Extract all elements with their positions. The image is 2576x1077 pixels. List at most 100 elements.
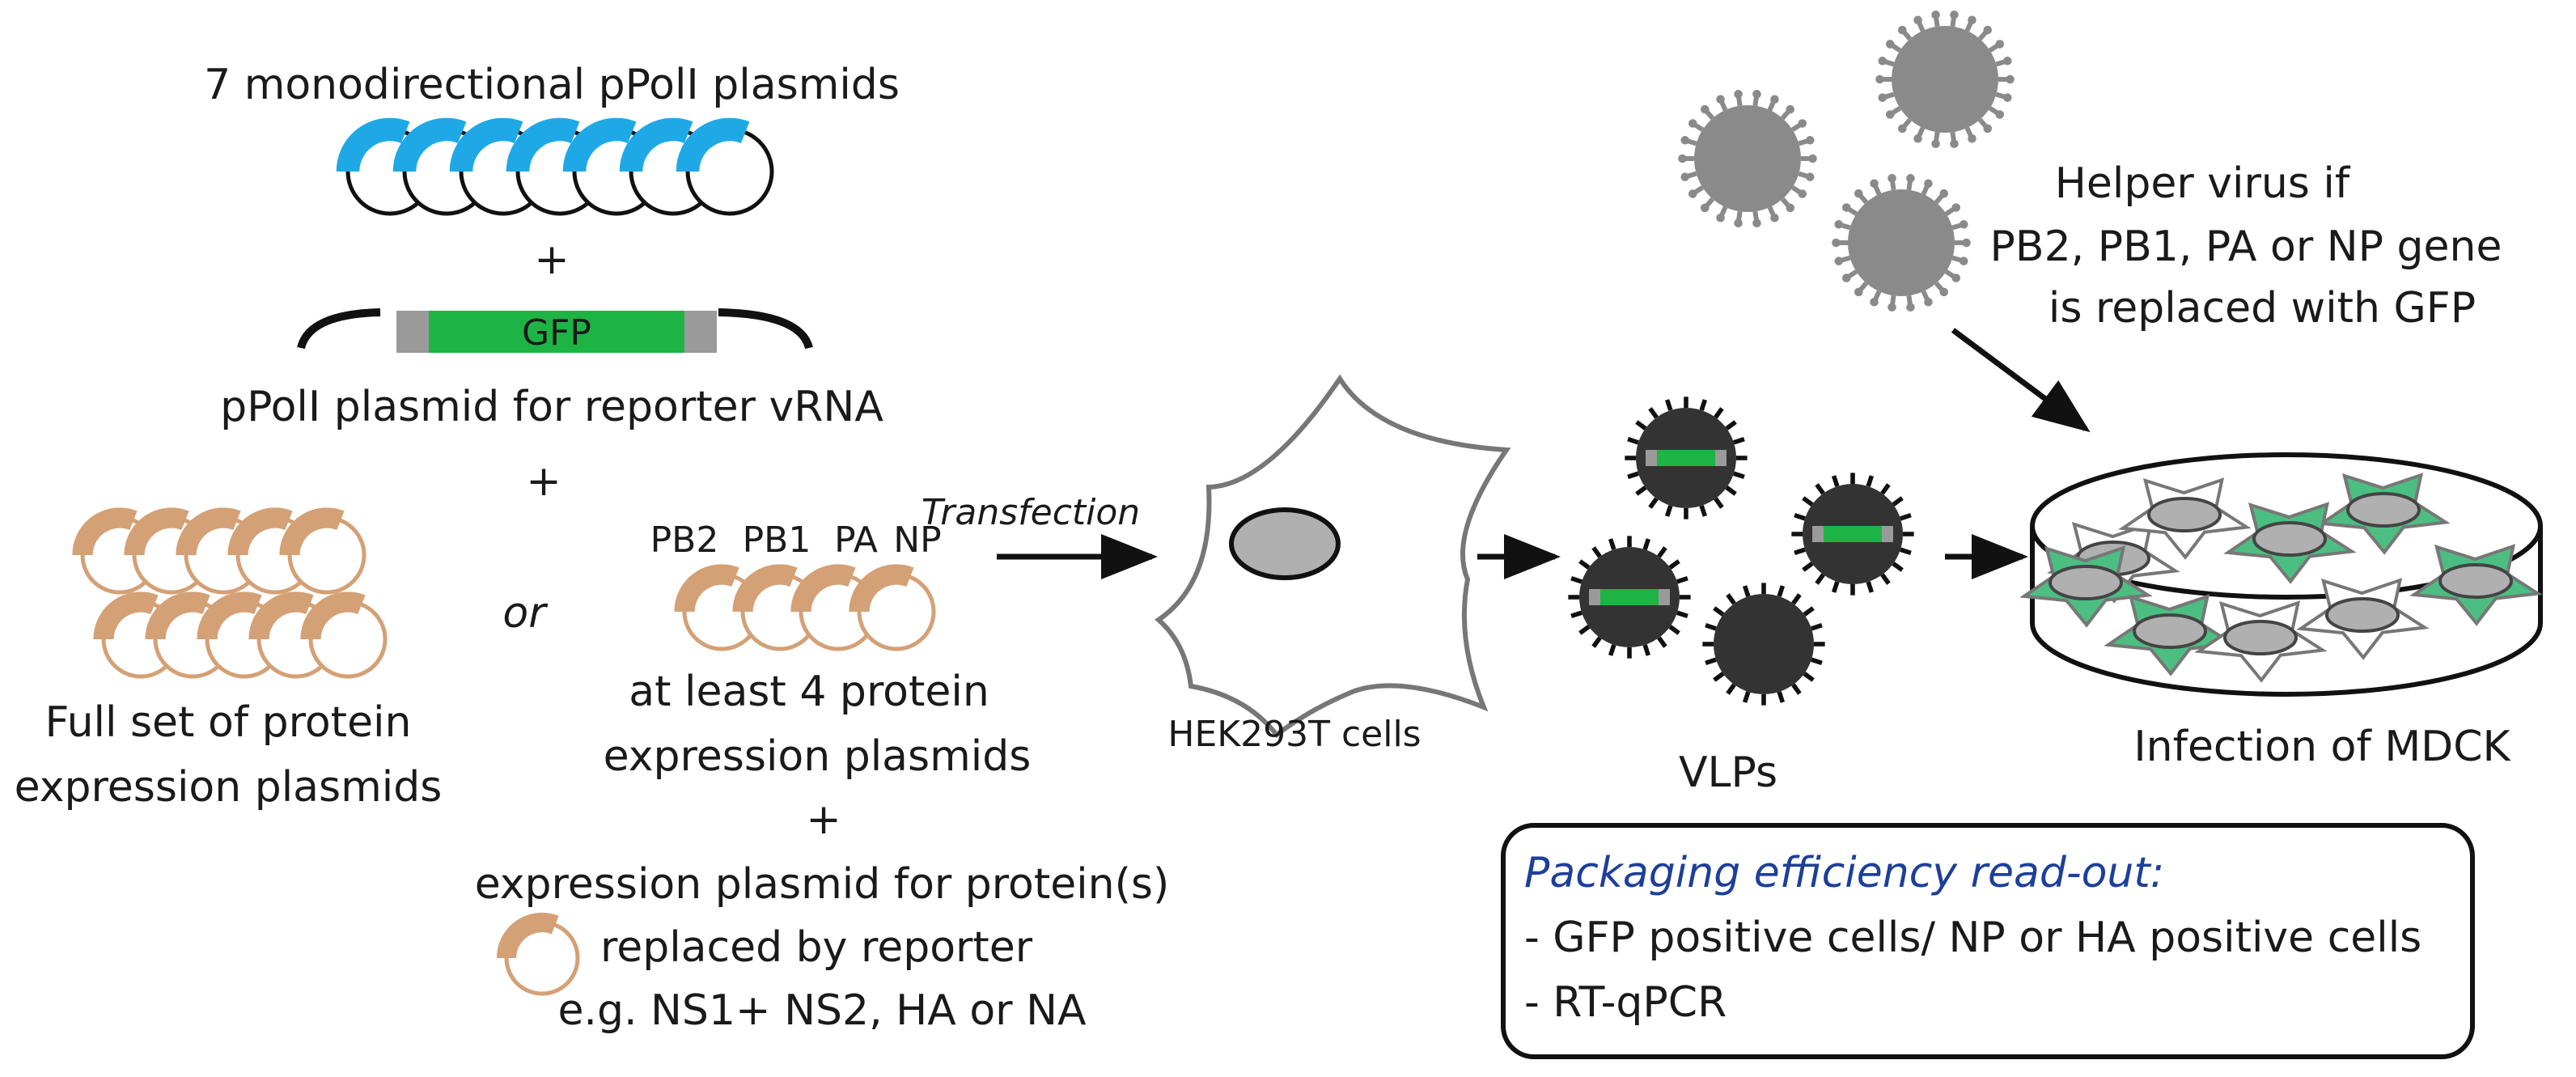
virion-spike-tip [1897,124,1907,134]
plasmid-insert-segment [676,117,750,172]
gfp-gene-label: GFP [522,312,591,354]
virion-spike [1668,625,1680,635]
virion-spike [1777,691,1786,703]
virion-spike [1802,496,1814,507]
virion-spike [1726,593,1736,605]
ppoli-set-title: 7 monodirectional pPolI plasmids [204,61,900,109]
uninfected-cell [2296,578,2430,660]
virion-spike [1791,683,1802,695]
vlp-flank [1659,589,1670,605]
readout-item-1: - GFP positive cells/ NP or HA positive … [1524,914,2421,962]
virion-spike [1705,622,1717,631]
virion-spike [1811,657,1823,666]
virion-spike [1866,581,1875,593]
virion-spike-tip [1786,203,1795,213]
vlp-particle [1625,396,1748,519]
virion-spike [1578,559,1591,570]
virion-spike [1742,691,1751,703]
virion-spike [1794,512,1806,521]
arrow-helper-to-dish [1951,328,2091,433]
gfp-gene-box [429,311,684,353]
virion-spike [1699,399,1708,411]
reporter-left-flank [396,311,429,353]
virion-spike-tip [1906,174,1915,183]
minimal-protein-plasmid-set [674,564,936,651]
virion-spike [1642,538,1651,550]
cell-nucleus [2049,565,2123,600]
plasmid-insert-segment [392,117,467,172]
helper-caption-line3: is replaced with GFP [2049,284,2476,333]
virion-spike-tip [1875,74,1884,84]
vlp-flank [1812,526,1824,542]
plasmid-insert-segment [496,912,559,959]
virion-spike-tip [1870,297,1879,307]
readout-box [1501,823,2475,1059]
virion-spike [1648,407,1659,419]
virion-spike-tip [1834,220,1844,229]
plasmid-insert-segment [732,564,798,613]
readout-item-2: - RT-qPCR [1524,978,1727,1027]
virion-spike [1713,672,1725,682]
virion-spike-tip [1888,174,1896,183]
plasmid-insert-segment [279,507,345,556]
virion-spike [1803,606,1815,617]
vlp-particle [1568,536,1691,659]
cell-nucleus [2252,521,2327,557]
hek293t-caption: HEK293T cells [1167,714,1421,755]
virion-spike [1802,562,1814,572]
virion-spike [1866,475,1875,487]
vlp-particle [1702,583,1825,706]
replaced-caption-line1: expression plasmid for protein(s) [475,860,1170,909]
protein-plasmid [279,507,366,595]
plasmid-insert-segment [197,592,262,640]
virion-spike-tip [1939,189,1949,198]
virion-spike [1900,512,1912,521]
virion-spike-tip [1959,220,1968,229]
virion-spike [1627,471,1639,480]
virion-spike-tip [1885,110,1895,119]
virion-spike-tip [1716,213,1725,223]
virion-spike [1900,547,1912,556]
plasmid-insert-segment [449,117,523,172]
readout-title: Packaging efficiency read-out: [1524,849,2164,897]
virion-spike [1815,573,1825,585]
or-label: or [502,589,549,638]
virion-spike [1664,399,1673,411]
helper-caption-line1: Helper virus if [2055,159,2351,208]
virion-spike [1664,505,1673,517]
reporter-left-arm [297,308,381,350]
plasmid-insert-segment [336,117,410,172]
plasmid-insert-segment [227,507,293,556]
reporter-right-arm [718,308,813,350]
plasmid-insert-segment [124,507,189,556]
infected-cell [2223,502,2357,584]
protein-plasmid [849,564,936,651]
virion-spike [1742,585,1751,597]
virion-spike-tip [1700,104,1710,114]
virion-spike-tip [2006,74,2015,84]
vlps-caption: VLPs [1679,748,1777,797]
virion-spike-tip [1841,203,1851,212]
virion-spike-tip [1950,139,1959,148]
virion-spike-tip [1678,154,1687,163]
virion-spike [1668,559,1680,570]
virion-spike-tip [1700,203,1710,213]
plasmid-insert-segment [849,564,914,613]
mdck-dish [2019,452,2543,697]
virion-spike-tip [1770,213,1779,223]
uninfected-cell [2118,477,2252,560]
virion-spike-tip [1968,134,1976,143]
virion-spike-tip [2002,93,2012,102]
virion-spike [1811,622,1823,631]
virion-spike-tip [1854,189,1863,198]
virion-body [1714,594,1814,694]
mdck-cell-layer [2019,473,2543,683]
plasmid-insert-segment [300,592,366,640]
helper-virion [1678,90,1817,227]
vlp-gfp-segment [1657,450,1715,466]
replaced-protein-plasmid [496,912,580,996]
vlp-flank [1715,450,1727,466]
virion-spike [1705,657,1717,666]
